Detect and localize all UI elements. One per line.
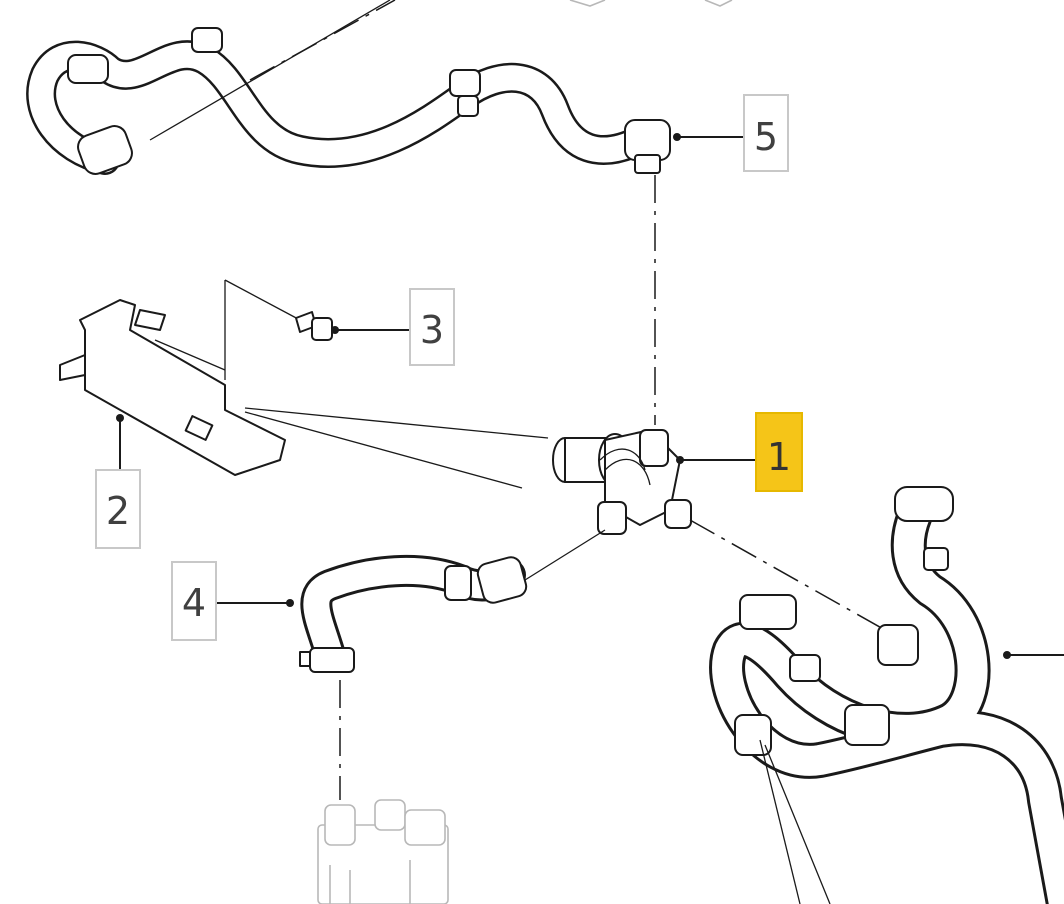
callout-box-5: [743, 94, 789, 172]
leader-dot-4: [286, 599, 294, 607]
callout-box-2: [95, 469, 141, 549]
lower-left-hose-part[interactable]: [299, 554, 528, 673]
leader-dot-5: [673, 133, 681, 141]
offscreen-callout-leader: [1003, 651, 1064, 659]
callout-2[interactable]: 2: [95, 414, 141, 549]
callout-box-3: [409, 288, 455, 366]
callout-1[interactable]: 1: [676, 412, 803, 492]
assembly-line-1-to-right: [689, 519, 886, 631]
callout-box-1: [755, 412, 803, 492]
callout-4[interactable]: 4: [171, 561, 294, 641]
leader-pump-to-hose-4: [524, 529, 606, 581]
callout-box-4: [171, 561, 217, 641]
upper-hose-assembly[interactable]: [26, 0, 671, 177]
faded-valve-component: [317, 799, 449, 904]
callout-label-1: 1: [767, 435, 791, 479]
right-hose-assembly[interactable]: [709, 486, 1064, 904]
leader-dot-1: [676, 456, 684, 464]
callout-label-3: 3: [420, 308, 444, 352]
callout-3[interactable]: 3: [331, 288, 455, 366]
callout-label-4: 4: [182, 581, 206, 625]
callout-5[interactable]: 5: [673, 94, 789, 172]
leader-dot-3: [331, 326, 339, 334]
top-faded-shapes: [569, 0, 733, 7]
water-pump-part[interactable]: [552, 429, 692, 535]
bracket-part[interactable]: [59, 279, 549, 489]
callout-label-5: 5: [754, 115, 778, 159]
callout-label-2: 2: [106, 489, 130, 533]
leader-dot-2: [116, 414, 124, 422]
bolt-part[interactable]: [295, 311, 333, 341]
